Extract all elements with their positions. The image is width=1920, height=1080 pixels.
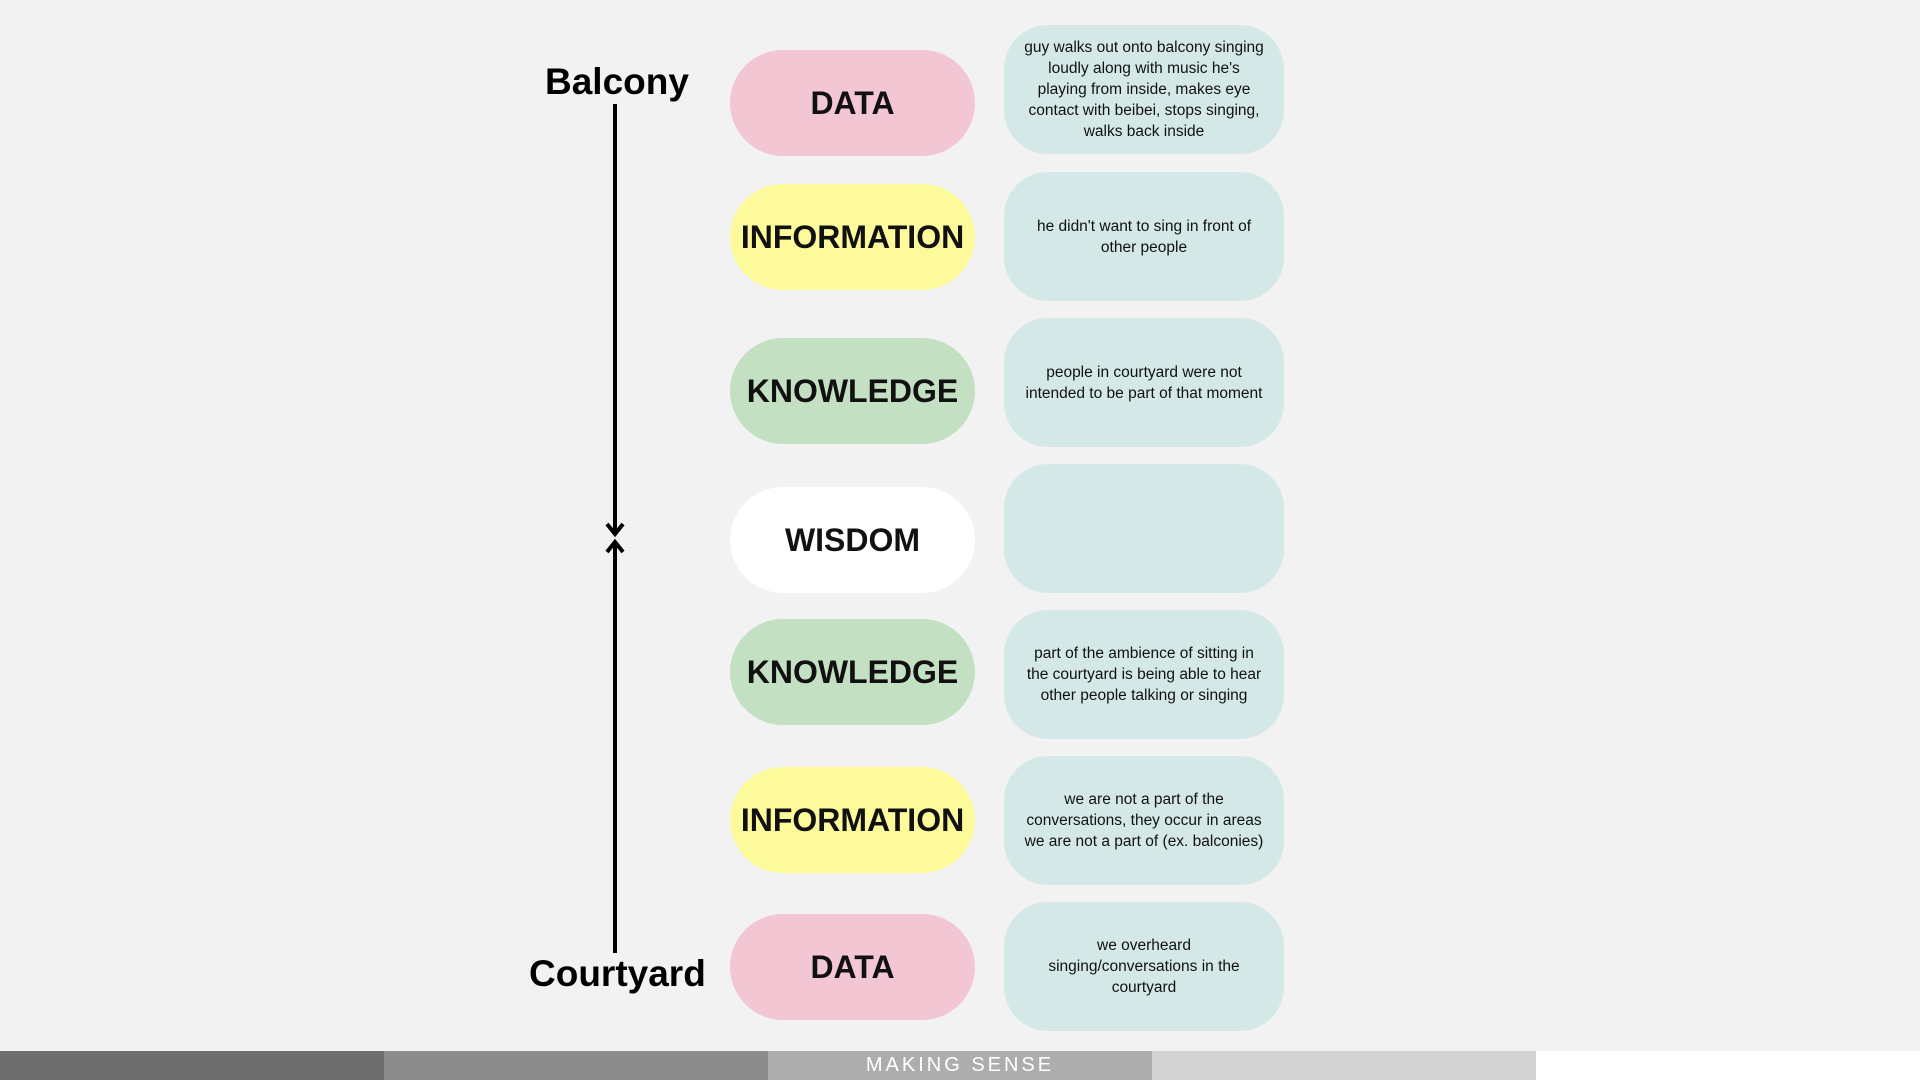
stage-pill-data-bottom: DATA bbox=[730, 914, 975, 1020]
footer-segment bbox=[1536, 1051, 1920, 1080]
footer-bar: MAKING SENSE bbox=[0, 1051, 1920, 1080]
stage-pill-knowledge-bottom: KNOWLEDGE bbox=[730, 619, 975, 725]
note-box-information-top: he didn't want to sing in front of other… bbox=[1004, 172, 1284, 301]
stage-pill-information-bottom: INFORMATION bbox=[730, 767, 975, 873]
note-box-information-bottom: we are not a part of the conversations, … bbox=[1004, 756, 1284, 885]
stage-pill-data-top: DATA bbox=[730, 50, 975, 156]
note-box-knowledge-top: people in courtyard were not intended to… bbox=[1004, 318, 1284, 447]
footer-title: MAKING SENSE bbox=[865, 1054, 1055, 1076]
stage-pill-knowledge-top: KNOWLEDGE bbox=[730, 338, 975, 444]
courtyard-label: Courtyard bbox=[529, 953, 706, 994]
stage-pill-wisdom: WISDOM bbox=[730, 487, 975, 593]
note-box-data-top: guy walks out onto balcony singing loudl… bbox=[1004, 25, 1284, 154]
up-arrow-head bbox=[605, 538, 625, 554]
note-box-knowledge-bottom: part of the ambience of sitting in the c… bbox=[1004, 610, 1284, 739]
footer-segment bbox=[1152, 1051, 1536, 1080]
footer-segment-title: MAKING SENSE bbox=[768, 1051, 1152, 1080]
stage-pill-information-top: INFORMATION bbox=[730, 184, 975, 290]
footer-segment bbox=[0, 1051, 384, 1080]
down-arrow-head bbox=[605, 522, 625, 538]
note-box-wisdom bbox=[1004, 464, 1284, 593]
note-box-data-bottom: we overheard singing/conversations in th… bbox=[1004, 902, 1284, 1031]
balcony-label: Balcony bbox=[545, 61, 689, 102]
footer-segment bbox=[384, 1051, 768, 1080]
